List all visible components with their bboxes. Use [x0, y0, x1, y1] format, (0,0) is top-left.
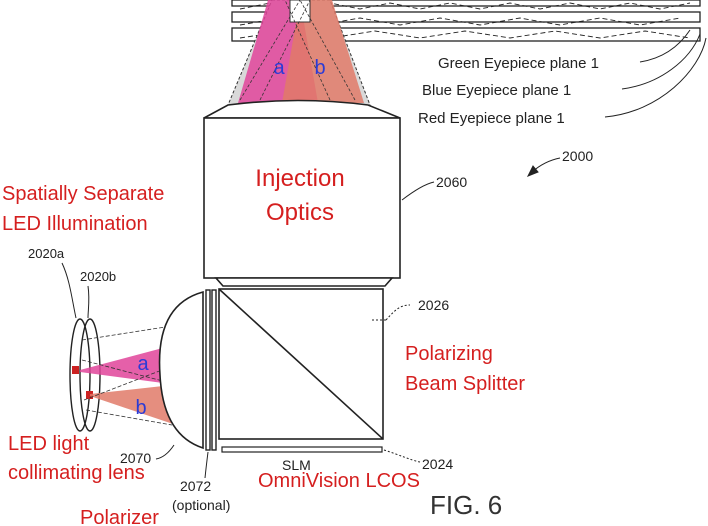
polarizer-optional-label: (optional): [172, 497, 230, 513]
output-beam: [227, 0, 371, 106]
injection-optics-label-2: Optics: [266, 199, 334, 226]
injection-ref-label: 2060: [436, 174, 467, 190]
pbs-ref-label: 2026: [418, 297, 449, 313]
led-illumination-label-1: Spatially Separate: [2, 183, 164, 205]
beam-b-label-bottom: b: [135, 397, 146, 419]
polarizer-ref-label: 2072: [180, 478, 211, 494]
slm-label: SLM: [282, 457, 311, 473]
illumination-beams: [80, 324, 179, 426]
collimating-lens: [158, 290, 204, 450]
led-a-ref-label: 2020a: [28, 246, 65, 261]
lcos-label: OmniVision LCOS: [258, 470, 420, 492]
lens-ref-label: 2070: [120, 450, 151, 466]
led-illumination-label-2: LED Illumination: [2, 213, 148, 235]
polarizer-leader: [204, 451, 209, 479]
led-leaders: [61, 262, 90, 319]
blue-plane-label: Blue Eyepiece plane 1: [422, 82, 571, 99]
pbs-leader: [372, 304, 411, 321]
plane-leaders: [604, 29, 707, 118]
lcos-ref-label: 2024: [422, 456, 453, 472]
pbs-label-1: Polarizing: [405, 343, 493, 365]
fig-ref-label: 2000: [562, 148, 593, 164]
lens-leader: [155, 444, 175, 460]
led-b-ref-label: 2020b: [80, 269, 116, 284]
lcos-panel: [221, 446, 383, 453]
injection-leader: [401, 181, 435, 201]
beam-splitter-cube: [218, 288, 384, 440]
injection-optics-label-1: Injection: [255, 165, 344, 192]
beam-a-label-top: a: [273, 57, 285, 79]
injection-optics: [203, 99, 401, 287]
beam-a-label-bottom: a: [137, 353, 149, 375]
beam-b-label-top: b: [314, 57, 325, 79]
figure-label: FIG. 6: [430, 490, 502, 520]
fig-ref-arrow: [526, 157, 561, 177]
led-lens-label-1: LED light: [8, 433, 90, 455]
led-emitter-a: [72, 366, 79, 374]
polarizer-label: Polarizer: [80, 507, 159, 526]
polarizer-plate: [205, 289, 217, 451]
red-plane-label: Red Eyepiece plane 1: [418, 110, 565, 127]
green-plane-label: Green Eyepiece plane 1: [438, 55, 599, 72]
pbs-label-2: Beam Splitter: [405, 373, 525, 395]
led-emitter-b: [86, 391, 93, 399]
led-sources: [69, 318, 101, 432]
led-lens-label-2: collimating lens: [8, 462, 145, 484]
lcos-leader: [383, 449, 421, 463]
